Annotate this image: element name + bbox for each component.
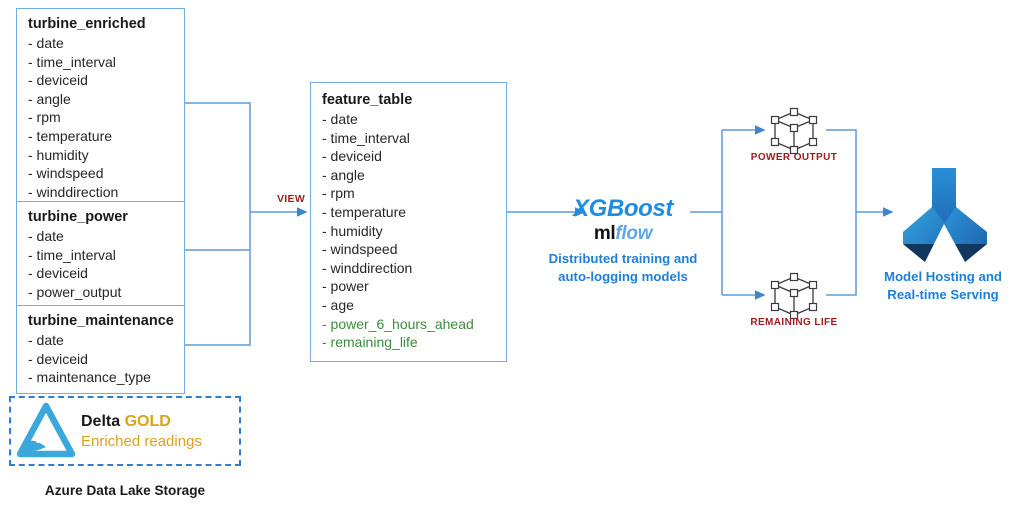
azure-machine-learning-icon bbox=[903, 168, 987, 262]
table-field: - rpm bbox=[28, 109, 61, 126]
table-field: - time_interval bbox=[322, 129, 410, 146]
serving-caption-line1: Model Hosting and bbox=[884, 269, 1002, 284]
table-field: - maintenance_type bbox=[28, 369, 151, 386]
delta-gold-subtitle: Enriched readings bbox=[81, 432, 202, 450]
mlflow-ml-text: ml bbox=[593, 223, 616, 244]
xgboost-logo-text: XGBoost bbox=[573, 195, 673, 222]
table-field: - deviceid bbox=[28, 265, 88, 282]
table-turbine-power: turbine_power - date - time_interval - d… bbox=[16, 201, 185, 309]
table-field: - age bbox=[322, 296, 354, 313]
wire-turbine-maintenance bbox=[185, 212, 251, 346]
table-field: - humidity bbox=[322, 222, 383, 239]
model-cube-icon bbox=[770, 272, 818, 320]
model-cube-icon bbox=[770, 107, 818, 155]
table-field: - winddirection bbox=[322, 259, 413, 276]
table-field: - deviceid bbox=[28, 72, 88, 89]
table-field: - date bbox=[322, 111, 358, 127]
table-field: - date bbox=[28, 228, 64, 244]
delta-gold-box: Delta GOLD Enriched readings bbox=[9, 396, 241, 466]
table-field: - power_output bbox=[28, 283, 122, 300]
training-caption-line1: Distributed training and bbox=[548, 251, 698, 266]
table-title: turbine_power bbox=[28, 209, 128, 225]
table-field: - temperature bbox=[322, 203, 407, 220]
table-field: - windspeed bbox=[28, 165, 104, 182]
table-field: - angle bbox=[322, 166, 365, 183]
training-caption-line2: auto-logging models bbox=[558, 268, 688, 284]
table-field: - deviceid bbox=[28, 350, 88, 367]
serving-caption-line2: Real-time Serving bbox=[887, 286, 999, 302]
training-block: XGBoost mlflow Distributed training and … bbox=[528, 196, 718, 285]
training-caption: Distributed training and auto-logging mo… bbox=[528, 250, 718, 285]
table-turbine-enriched: turbine_enriched - date - time_interval … bbox=[16, 8, 185, 209]
table-field: - power bbox=[322, 278, 369, 295]
delta-gold-title: Delta GOLD bbox=[81, 411, 202, 432]
mlflow-logo: mlflow bbox=[528, 222, 718, 246]
wire-remaining-life-merge bbox=[826, 212, 857, 296]
mlflow-flow-text: flow bbox=[615, 223, 653, 244]
model-label-power-output: POWER OUTPUT bbox=[750, 152, 838, 163]
table-field: - rpm bbox=[322, 185, 355, 202]
table-field: - date bbox=[28, 332, 64, 348]
table-field: - temperature bbox=[28, 127, 113, 144]
delta-lake-icon bbox=[16, 402, 76, 458]
gold-word: GOLD bbox=[124, 412, 171, 430]
storage-caption: Azure Data Lake Storage bbox=[44, 483, 206, 498]
table-title: feature_table bbox=[322, 92, 413, 108]
table-field-target: - power_6_hours_ahead bbox=[322, 315, 474, 332]
table-field: - windspeed bbox=[322, 241, 398, 258]
table-field: - winddirection bbox=[28, 183, 119, 200]
model-label-remaining-life: REMAINING LIFE bbox=[750, 317, 838, 328]
wire-turbine-enriched bbox=[185, 102, 251, 212]
table-title: turbine_enriched bbox=[28, 16, 146, 32]
table-feature-table: feature_table - date - time_interval - d… bbox=[310, 82, 507, 362]
wire-power-output-merge bbox=[826, 129, 857, 212]
table-turbine-maintenance: turbine_maintenance - date - deviceid - … bbox=[16, 305, 185, 394]
table-title: turbine_maintenance bbox=[28, 313, 174, 329]
table-field: - humidity bbox=[28, 146, 89, 163]
serving-caption: Model Hosting and Real-time Serving bbox=[862, 268, 1024, 303]
delta-word: Delta bbox=[81, 412, 121, 430]
table-field: - angle bbox=[28, 90, 71, 107]
table-field: - deviceid bbox=[322, 148, 382, 165]
table-field: - date bbox=[28, 35, 64, 51]
table-field: - time_interval bbox=[28, 53, 116, 70]
delta-gold-text: Delta GOLD Enriched readings bbox=[81, 411, 202, 452]
table-field: - time_interval bbox=[28, 246, 116, 263]
view-label: VIEW bbox=[277, 193, 306, 205]
table-field-target: - remaining_life bbox=[322, 334, 418, 351]
